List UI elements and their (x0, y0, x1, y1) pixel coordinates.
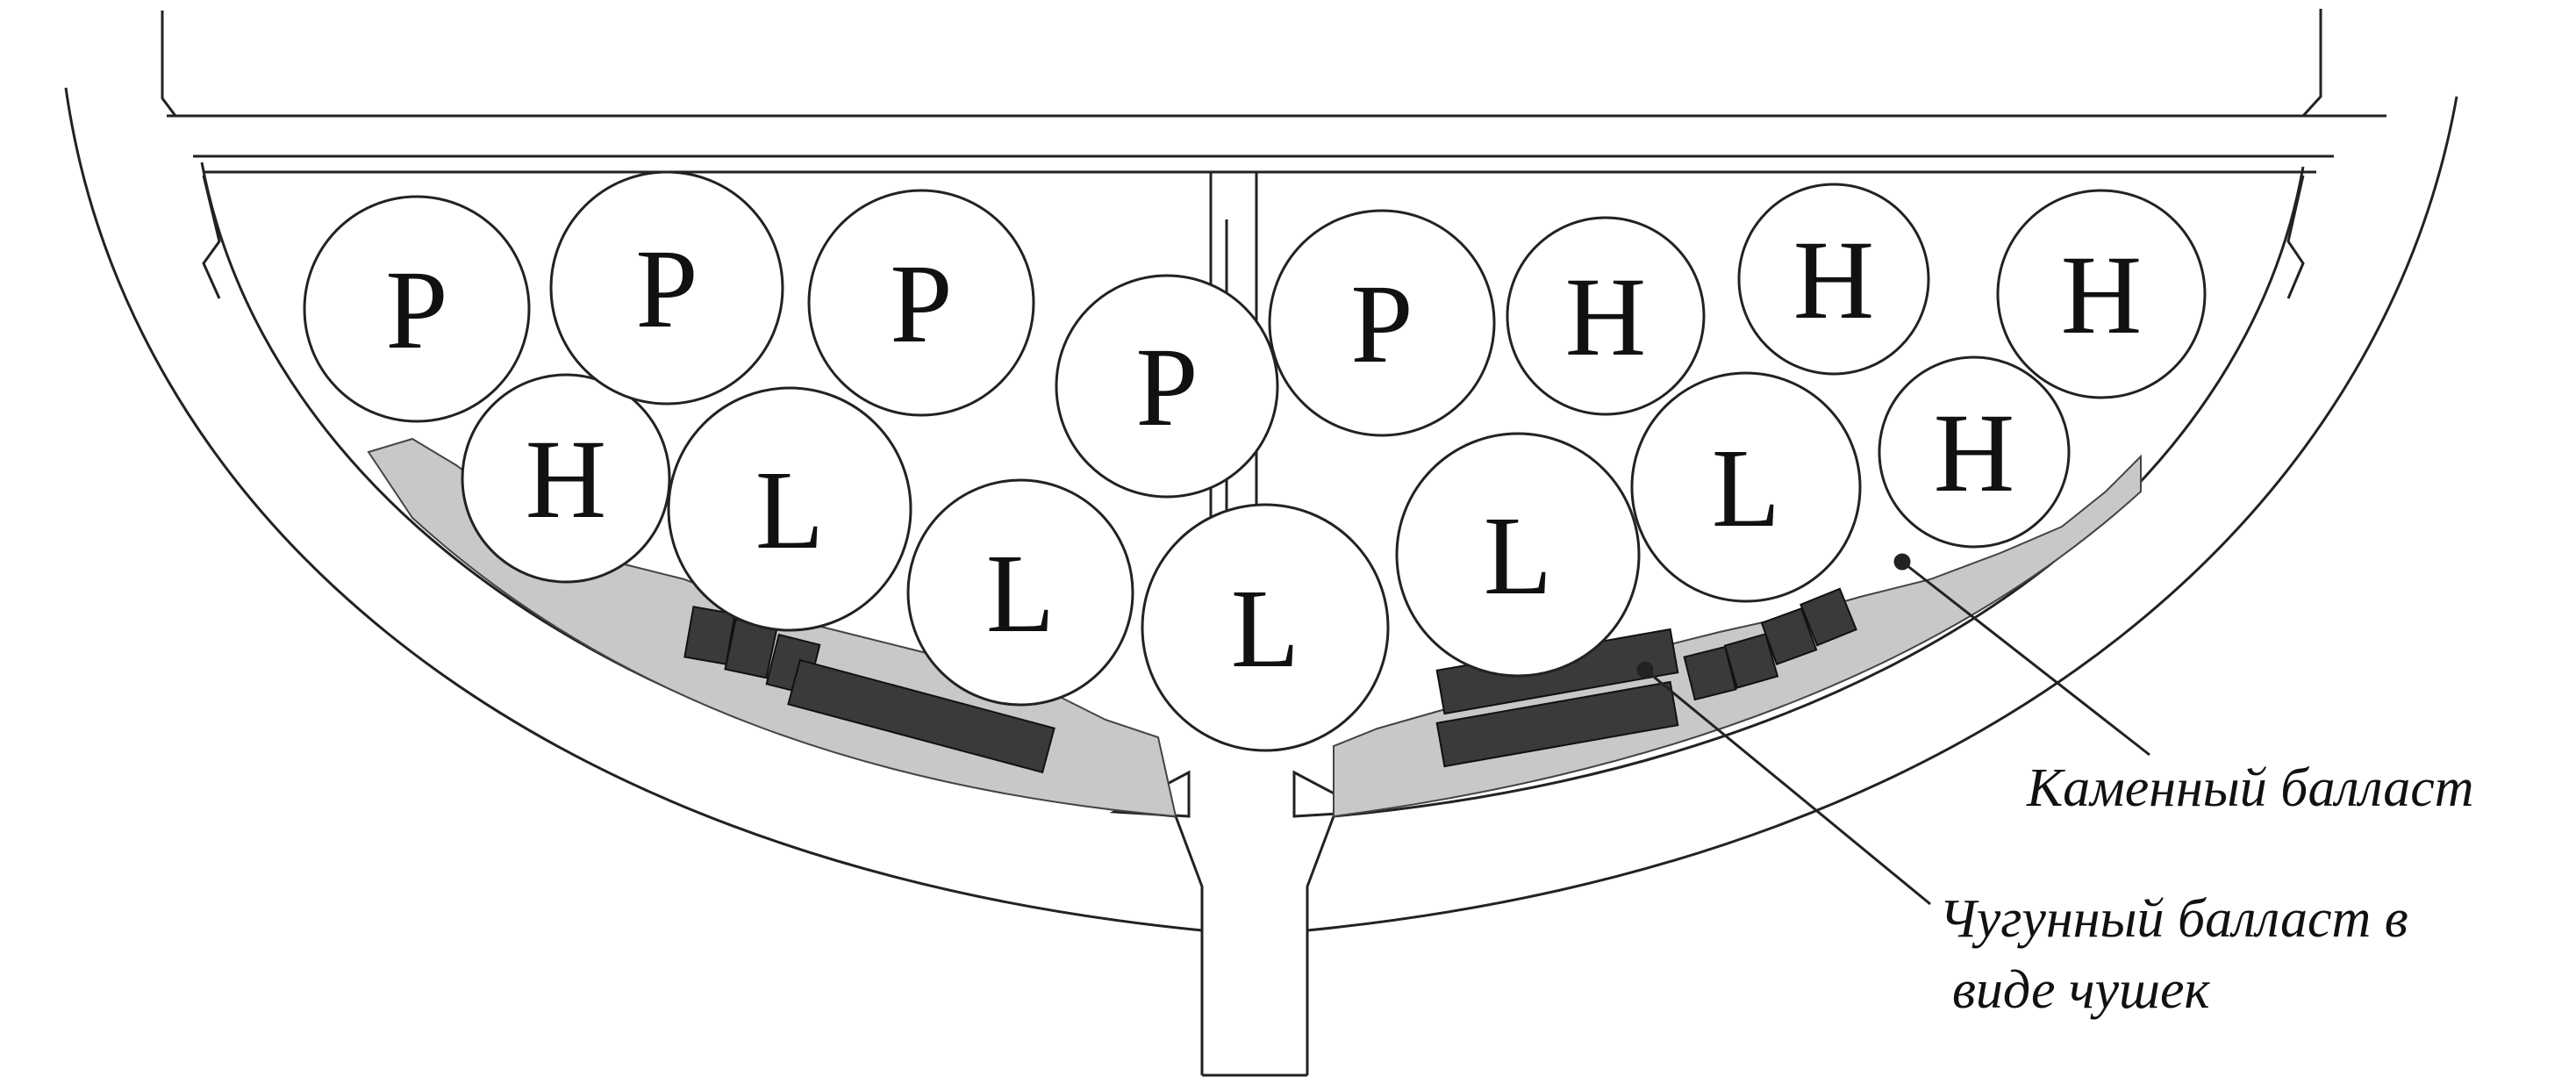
cask-l: L (1395, 432, 1641, 678)
cask-letter: H (1934, 391, 2014, 515)
cask-circle (1630, 371, 1862, 603)
stone-ballast-label: Каменный балласт (2026, 758, 2474, 818)
iron-ballast-label-line2: виде чушек (1952, 960, 2210, 1020)
cask-circle (1878, 355, 2071, 549)
cask-l: L (1141, 503, 1390, 752)
cask-letter: H (2061, 233, 2142, 357)
cask-circle (549, 170, 784, 406)
cask-p: P (807, 189, 1035, 417)
iron-pig-right-2 (1723, 633, 1779, 689)
cask-l: L (1630, 371, 1862, 603)
cask-circle (1996, 189, 2207, 399)
cask-h: H (461, 373, 671, 584)
frame-top-left (161, 11, 177, 117)
cask-circle (807, 189, 1035, 417)
iron-ballast-label-line1: Чугунный балласт в (1939, 889, 2408, 949)
frame-top-right (2301, 9, 2322, 118)
cask-l: L (906, 478, 1134, 707)
cask-circle (906, 478, 1134, 707)
cask-h: H (1878, 355, 2071, 549)
keelson (1174, 815, 1335, 930)
leader-stone-ballast (1901, 560, 2150, 757)
cask-letter: P (1135, 325, 1198, 449)
limber-hole-right (1292, 770, 1374, 818)
cask-letter: P (890, 241, 952, 366)
cask-p: P (549, 170, 784, 406)
hull-outer-right (1306, 96, 2458, 1075)
cask-p: P (1268, 209, 1496, 437)
iron-pig-right-1 (1683, 645, 1737, 701)
cask-letter: H (526, 417, 606, 542)
cask-letter: L (986, 531, 1055, 656)
cask-letter: L (1231, 566, 1299, 691)
leader-iron-ballast (1644, 668, 1931, 906)
cask-letter: P (1350, 262, 1413, 386)
cask-letter: H (1565, 255, 1646, 379)
cask-h: H (1996, 189, 2207, 399)
cask-h: H (1737, 183, 1930, 376)
hull-outer-left (64, 87, 1204, 1075)
cask-p: P (1055, 274, 1279, 499)
cask-circle (303, 195, 531, 423)
cask-circle (461, 373, 671, 584)
cask-h: H (1506, 216, 1706, 416)
cask-circle (1055, 274, 1279, 499)
leader-iron-ballast-dot (1636, 661, 1654, 678)
cask-circle (1268, 209, 1496, 437)
bracket-left (202, 175, 221, 299)
iron-pig-left-1 (683, 606, 736, 665)
cask-circle (667, 386, 912, 632)
iron-pig-left-long (787, 658, 1055, 774)
cask-circle (1737, 183, 1930, 376)
iron-ballast (683, 587, 1857, 774)
hull-inner-right (1333, 166, 2305, 818)
cask-letter: L (1484, 493, 1552, 618)
cask-letter: H (1793, 218, 1874, 342)
bracket-right (2286, 175, 2305, 299)
iron-pig-right-3 (1760, 607, 1818, 665)
cask-letter: L (755, 448, 824, 572)
cask-p: P (303, 195, 531, 423)
cask-circle (1141, 503, 1390, 752)
cask-l: L (667, 386, 912, 632)
leader-stone-ballast-dot (1893, 553, 1911, 571)
cask-letter: P (635, 226, 698, 351)
cask-letter: P (385, 248, 447, 372)
leader-lines (1636, 553, 2150, 906)
iron-pig-right-long-2 (1435, 680, 1679, 768)
cask-circle (1506, 216, 1706, 416)
iron-pig-right-4 (1800, 587, 1857, 647)
cask-circle (1395, 432, 1641, 678)
cask-letter: L (1712, 426, 1780, 550)
